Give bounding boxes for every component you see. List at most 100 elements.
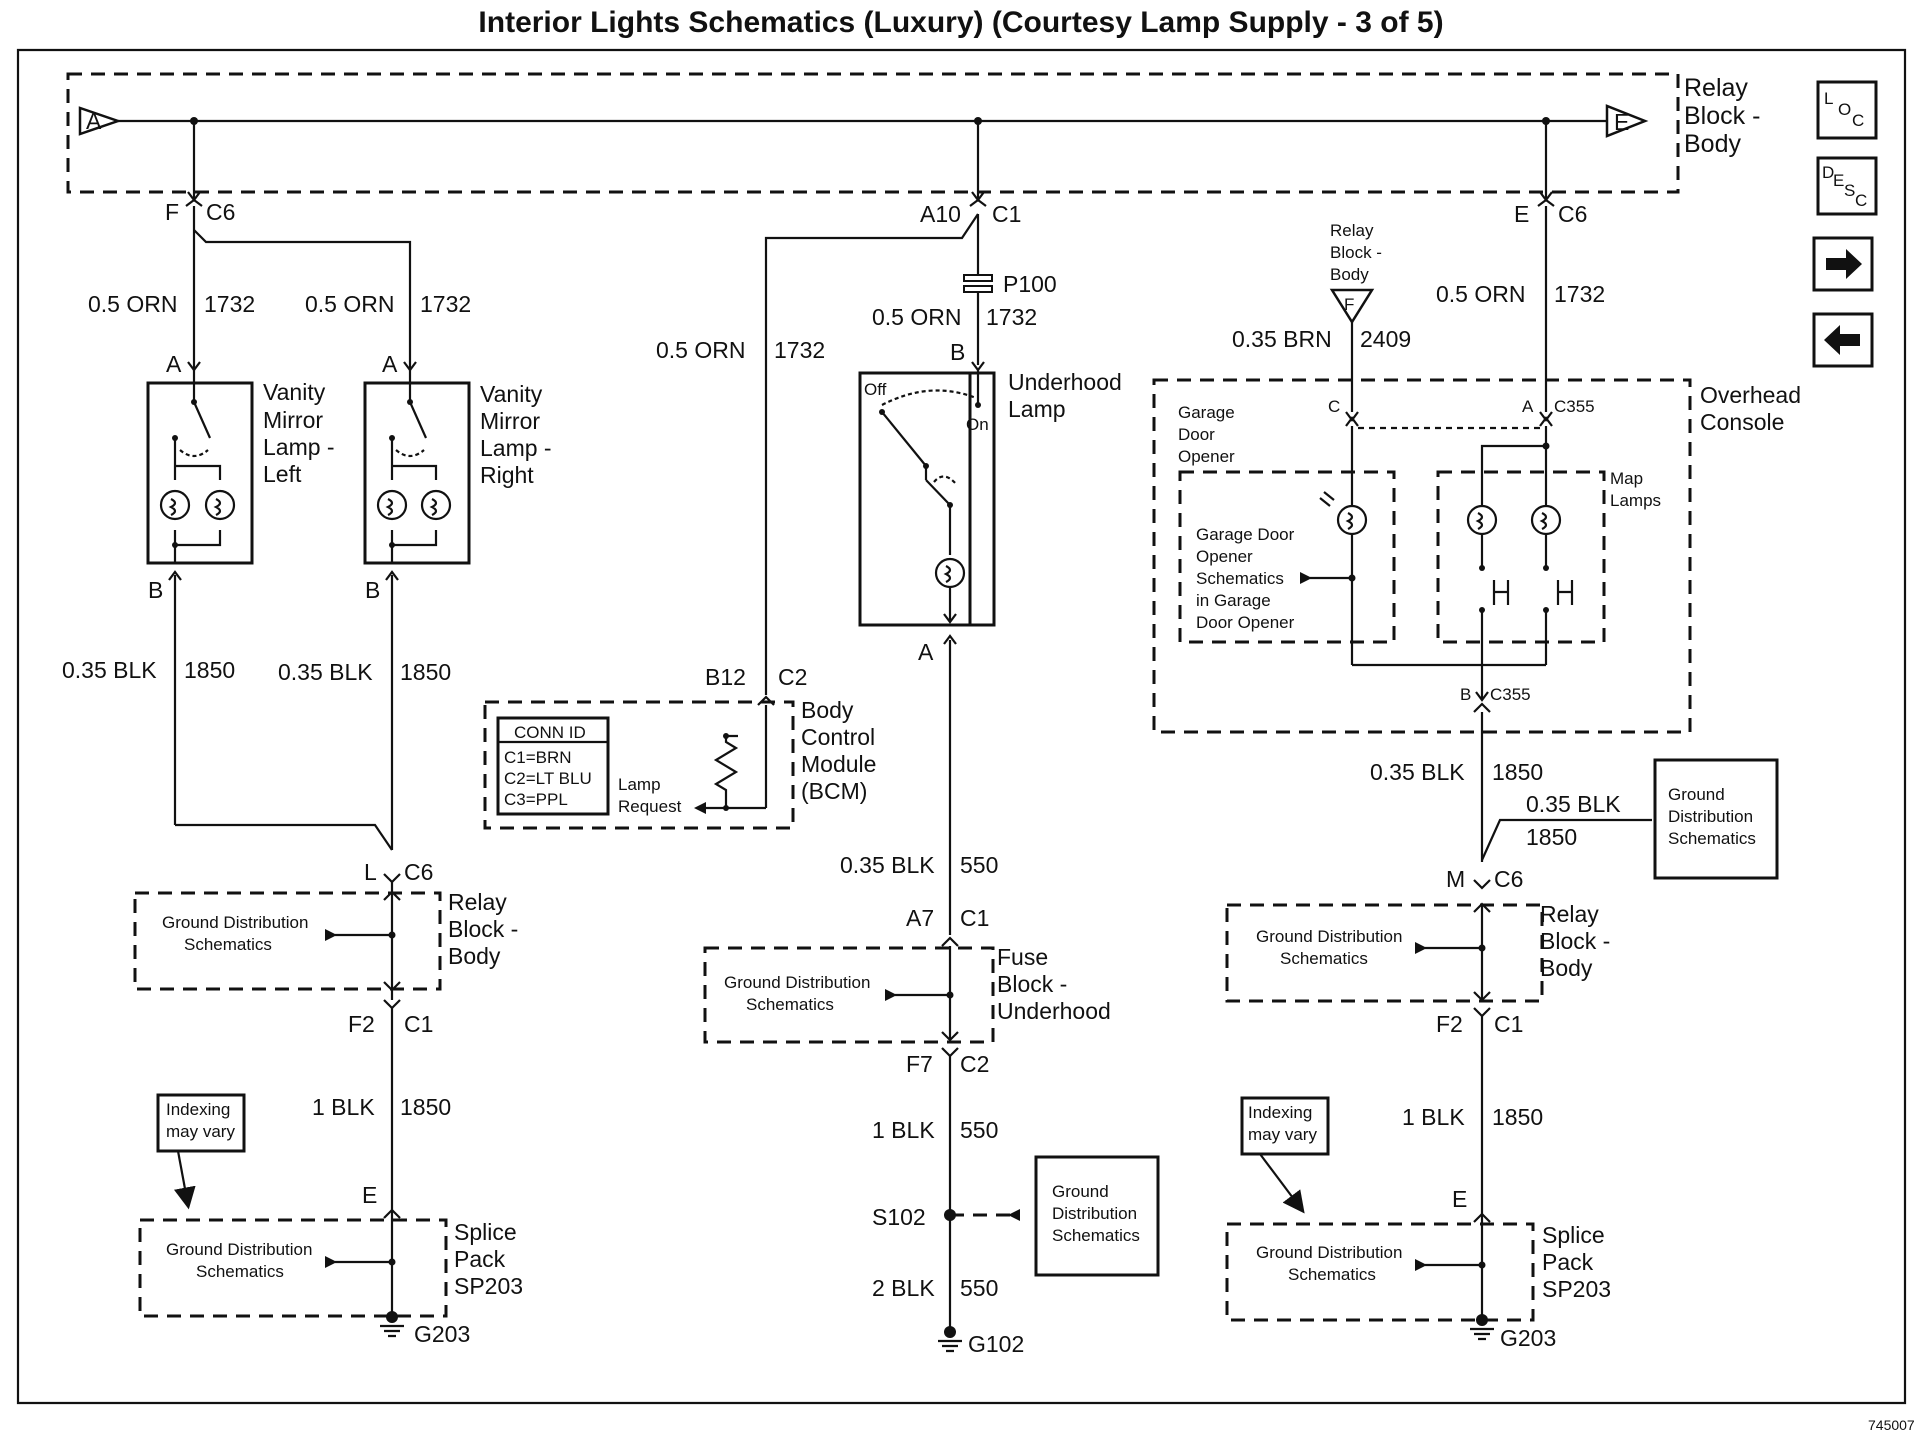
desc-button[interactable]: D E S C [1816, 156, 1878, 216]
ground-g102: G102 [968, 1331, 1024, 1357]
oh-brn-circuit: 2409 [1360, 326, 1411, 352]
oh-c355-b: C355 [1490, 685, 1531, 704]
figure-id: 745007 [1868, 1417, 1915, 1433]
switch-on-label: On [966, 415, 989, 434]
arrow-right-icon [1826, 249, 1862, 279]
vl-label-3: Lamp - [263, 434, 335, 460]
left-sp-ref-2: Schematics [196, 1262, 284, 1281]
bcm-pin-b12: B12 [705, 664, 746, 690]
loc-letter-o: O [1838, 100, 1851, 119]
oh-conn-c6: C6 [1558, 201, 1587, 227]
oh-splice-3: SP203 [1542, 1276, 1611, 1302]
bcm-conn-a10: A10 [920, 201, 961, 227]
oh-pin-b: B [1460, 685, 1471, 704]
loc-button[interactable]: L O C [1816, 80, 1878, 140]
vr-label-3: Lamp - [480, 435, 552, 461]
vr-wire-circuit: 1732 [420, 291, 471, 317]
vl-blk-circuit: 1850 [184, 657, 235, 683]
fuse-conn-c2: C2 [960, 1051, 989, 1077]
oh-conn-m-c6: C6 [1494, 866, 1523, 892]
in-flag: A [86, 108, 102, 134]
vl-wire-circuit: 1732 [204, 291, 255, 317]
uh-blk-circuit: 550 [960, 852, 998, 878]
left-ground-g203: G203 [414, 1321, 470, 1347]
left-splice-1: Splice [454, 1219, 517, 1245]
overhead-circuit: E C6 0.5 ORN 1732 Relay Block - Body F 0… [1152, 121, 1801, 1351]
left-relay-block: Ground Distribution Schematics Relay Blo… [133, 882, 523, 1347]
oh-c355: C355 [1554, 397, 1595, 416]
oh-note-2: may vary [1248, 1125, 1317, 1144]
left-gd-ref-2: Schematics [184, 935, 272, 954]
top-block-label-1: Relay [1684, 74, 1748, 102]
oh-relay-flag: F [1344, 295, 1354, 314]
garage-ref-2: Opener [1196, 547, 1253, 566]
prev-page-button[interactable] [1812, 312, 1874, 368]
left-note-1: Indexing [166, 1100, 230, 1119]
vl-pin-b: B [148, 577, 163, 603]
oh-ground-g203: G203 [1500, 1325, 1556, 1351]
uh-pin-b: B [950, 339, 965, 365]
oh-orn-gauge: 0.5 ORN [1436, 281, 1525, 307]
oh-rb-label-3: Body [1540, 955, 1593, 981]
next-page-button[interactable] [1812, 236, 1874, 292]
left-sp-ref-1: Ground Distribution [166, 1240, 312, 1259]
garage-ref-5: Door Opener [1196, 613, 1295, 632]
vr-wire-gauge: 0.5 ORN [305, 291, 394, 317]
vr-pin-a: A [382, 351, 398, 377]
uh-wire-gauge: 0.5 ORN [872, 304, 961, 330]
uh-wire-circuit: 1732 [986, 304, 1037, 330]
oh-rb-ref-1: Ground Distribution [1256, 927, 1402, 946]
fuse-label-3: Underhood [997, 998, 1111, 1024]
underhood-circuit: P100 0.5 ORN 1732 B Off On Underhood Lam… [703, 214, 1160, 1357]
oh-relay-ref-3: Body [1330, 265, 1369, 284]
splice-s102: S102 [872, 1204, 926, 1230]
fuse-conn-f7: F7 [906, 1051, 933, 1077]
vr-pin-b: B [365, 577, 380, 603]
desc-letter-s: S [1844, 181, 1855, 200]
left-rb-label-1: Relay [448, 889, 507, 915]
conn-table-c3: C3=PPL [504, 790, 568, 809]
oh-rb-ref-2: Schematics [1280, 949, 1368, 968]
bcm-wire-gauge: 0.5 ORN [656, 337, 745, 363]
conn-table-c1: C1=BRN [504, 748, 572, 767]
left-rb-label-2: Block - [448, 916, 518, 942]
page-frame [16, 48, 1907, 1405]
oh-gd-ref-2: Distribution [1668, 807, 1753, 826]
oh-gd-ref-1: Ground [1668, 785, 1725, 804]
oh-gd-ref-3: Schematics [1668, 829, 1756, 848]
oh-pin-c: C [1328, 397, 1340, 416]
garage-ref-4: in Garage [1196, 591, 1271, 610]
loc-letter-c: C [1852, 111, 1864, 130]
bcm-conn-c1: C1 [992, 201, 1021, 227]
uh-1blk-circuit: 550 [960, 1117, 998, 1143]
vl-label-4: Left [263, 461, 302, 487]
vr-blk-circuit: 1850 [400, 659, 451, 685]
left-gd-ref-1: Ground Distribution [162, 913, 308, 932]
left-1blk-circuit: 1850 [400, 1094, 451, 1120]
left-1blk-gauge: 1 BLK [312, 1094, 375, 1120]
bcm-label-1: Body [801, 697, 854, 723]
switch-off-label: Off [864, 380, 887, 399]
fuse-conn-c1: C1 [960, 905, 989, 931]
conn-table-title: CONN ID [514, 723, 586, 742]
oh-relay-ref-1: Relay [1330, 221, 1374, 240]
garage-label-3: Opener [1178, 447, 1235, 466]
oh-rb-label-1: Relay [1540, 901, 1599, 927]
oh-blk-gauge: 0.35 BLK [1370, 759, 1465, 785]
lamp-request-1: Lamp [618, 775, 661, 794]
vr-label-1: Vanity [480, 381, 543, 407]
top-block-label-2: Block - [1684, 102, 1760, 130]
bcm-label-3: Module [801, 751, 876, 777]
left-rb-label-3: Body [448, 943, 501, 969]
oh-blk2-circuit: 1850 [1526, 824, 1577, 850]
uh-pin-a: A [918, 639, 934, 665]
uh-2blk-circuit: 550 [960, 1275, 998, 1301]
top-relay-block: A E Relay Block - Body [66, 72, 1760, 194]
oh-pin-e: E [1452, 1186, 1467, 1212]
bcm-wire-circuit: 1732 [774, 337, 825, 363]
ground-icon [386, 1311, 398, 1323]
out-flag: E [1614, 109, 1629, 135]
garage-label-1: Garage [1178, 403, 1235, 422]
uh-label-2: Lamp [1008, 396, 1066, 422]
